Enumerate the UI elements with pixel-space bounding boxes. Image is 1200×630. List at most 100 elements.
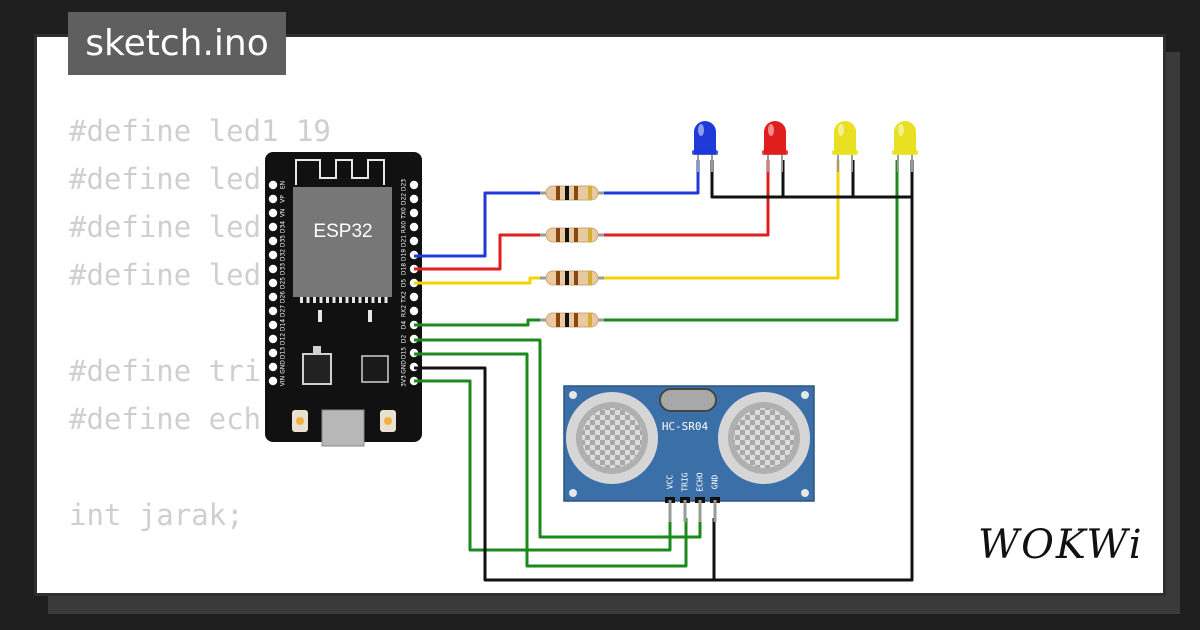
module-pins <box>300 297 388 303</box>
pin-hole[interactable] <box>409 194 419 204</box>
pin-label: RX2 <box>401 305 408 317</box>
pin-label: D15 <box>401 347 408 359</box>
code-line: #define led <box>69 210 262 244</box>
transmitter-icon <box>566 392 658 484</box>
pin-hole[interactable] <box>268 180 278 190</box>
pin-label: D5 <box>401 279 408 288</box>
pin-label: D19 <box>401 249 408 261</box>
pin-hole[interactable] <box>409 208 419 218</box>
wire-black <box>710 160 912 199</box>
pin-hole[interactable] <box>409 180 419 190</box>
sketch-file-tab[interactable]: sketch.ino <box>68 12 286 75</box>
pin-label: GND <box>280 360 287 374</box>
pin-hole[interactable] <box>268 334 278 344</box>
code-line: int jarak; <box>69 498 244 532</box>
pin-label: D13 <box>280 347 287 359</box>
esp32-board[interactable]: ESP32 ENVPVND34D35D32D33D25D26D27D14D12D… <box>265 152 422 447</box>
sensor-pin-label: TRIG <box>681 472 690 491</box>
resistor[interactable] <box>540 312 604 328</box>
resistor[interactable] <box>540 185 604 201</box>
sensor-pin-label: GND <box>711 475 720 490</box>
pin-hole[interactable] <box>268 348 278 358</box>
wire-red <box>414 233 545 271</box>
wire-green <box>414 318 545 327</box>
wire-green <box>414 352 688 568</box>
pin-label: VIN <box>280 376 287 386</box>
pin-hole[interactable] <box>268 292 278 302</box>
pin-label: D33 <box>280 263 287 275</box>
led[interactable] <box>832 121 858 172</box>
pin-hole[interactable] <box>268 222 278 232</box>
code-line: #define ech <box>69 402 262 436</box>
sensor-pin-label: ECHO <box>696 472 705 491</box>
pin-hole[interactable] <box>268 376 278 386</box>
esp32-module <box>293 187 392 297</box>
code-line: #define led <box>69 258 262 292</box>
resistors <box>540 185 604 328</box>
sensor-label: HC-SR04 <box>662 420 709 433</box>
pin-label: D2 <box>401 335 408 344</box>
left-pin-header: ENVPVND34D35D32D33D25D26D27D14D12D13GNDV… <box>268 180 287 386</box>
micro-usb-port <box>321 409 365 447</box>
sensor-pin-label: VCC <box>666 475 675 490</box>
pin-hole[interactable] <box>268 278 278 288</box>
wire-green <box>414 338 702 539</box>
pin-hole[interactable] <box>268 208 278 218</box>
pin-label: VP <box>280 195 287 203</box>
pin-hole[interactable] <box>409 306 419 316</box>
pin-hole[interactable] <box>409 236 419 246</box>
pin-label: D23 <box>401 179 408 191</box>
pin-label: TX2 <box>401 291 408 304</box>
pin-label: GND <box>401 360 408 374</box>
pin-label: D12 <box>280 333 287 345</box>
wire-green <box>598 160 899 322</box>
pin-label: VN <box>280 209 287 218</box>
crystal-oscillator <box>659 388 717 412</box>
voltage-regulator <box>302 353 332 385</box>
receiver-icon <box>718 392 810 484</box>
preview-card: #define led1 19 #define led #define led #de… <box>34 34 1166 596</box>
pin-label: D26 <box>280 291 287 303</box>
pin-hole[interactable] <box>268 250 278 260</box>
pin-label: D14 <box>280 319 287 331</box>
wire-green <box>414 379 672 552</box>
code-line: #define led1 19 <box>69 114 331 148</box>
esp32-chip-label: ESP32 <box>313 221 372 242</box>
wire-blue <box>414 191 545 258</box>
pin-label: D22 <box>401 193 408 205</box>
pin-label: D21 <box>401 235 408 247</box>
pin-label: 3V3 <box>401 375 408 387</box>
sensor-pin-header: VCC TRIG ECHO GND <box>665 472 720 522</box>
pin-hole[interactable] <box>268 236 278 246</box>
pin-hole[interactable] <box>268 362 278 372</box>
pin-label: D25 <box>280 277 287 289</box>
code-background: #define led1 19 #define led #define led #de… <box>69 107 331 593</box>
pin-hole[interactable] <box>268 306 278 316</box>
led[interactable] <box>692 121 718 172</box>
pin-hole[interactable] <box>268 194 278 204</box>
wire-red <box>598 160 770 237</box>
led-group <box>692 121 918 172</box>
pin-label: RX0 <box>401 221 408 233</box>
resistor[interactable] <box>540 227 604 243</box>
pin-label: D35 <box>280 235 287 247</box>
code-line: #define tri <box>69 354 262 388</box>
pin-label: D27 <box>280 305 287 317</box>
antenna-icon <box>295 159 385 185</box>
wire-black <box>414 160 914 582</box>
usb-chip <box>361 355 389 383</box>
pin-label: D18 <box>401 263 408 275</box>
pin-hole[interactable] <box>268 320 278 330</box>
hc-sr04-sensor[interactable]: HC-SR04 VCC TRIG ECHO GND <box>563 385 815 522</box>
pin-hole[interactable] <box>268 264 278 274</box>
pin-label: EN <box>280 181 287 189</box>
wires <box>414 160 914 582</box>
wire-yellow <box>414 276 545 285</box>
pin-hole[interactable] <box>409 222 419 232</box>
pin-hole[interactable] <box>409 292 419 302</box>
resistor[interactable] <box>540 270 604 286</box>
pin-label: TX0 <box>401 207 408 220</box>
led[interactable] <box>762 121 788 172</box>
led[interactable] <box>892 121 918 172</box>
